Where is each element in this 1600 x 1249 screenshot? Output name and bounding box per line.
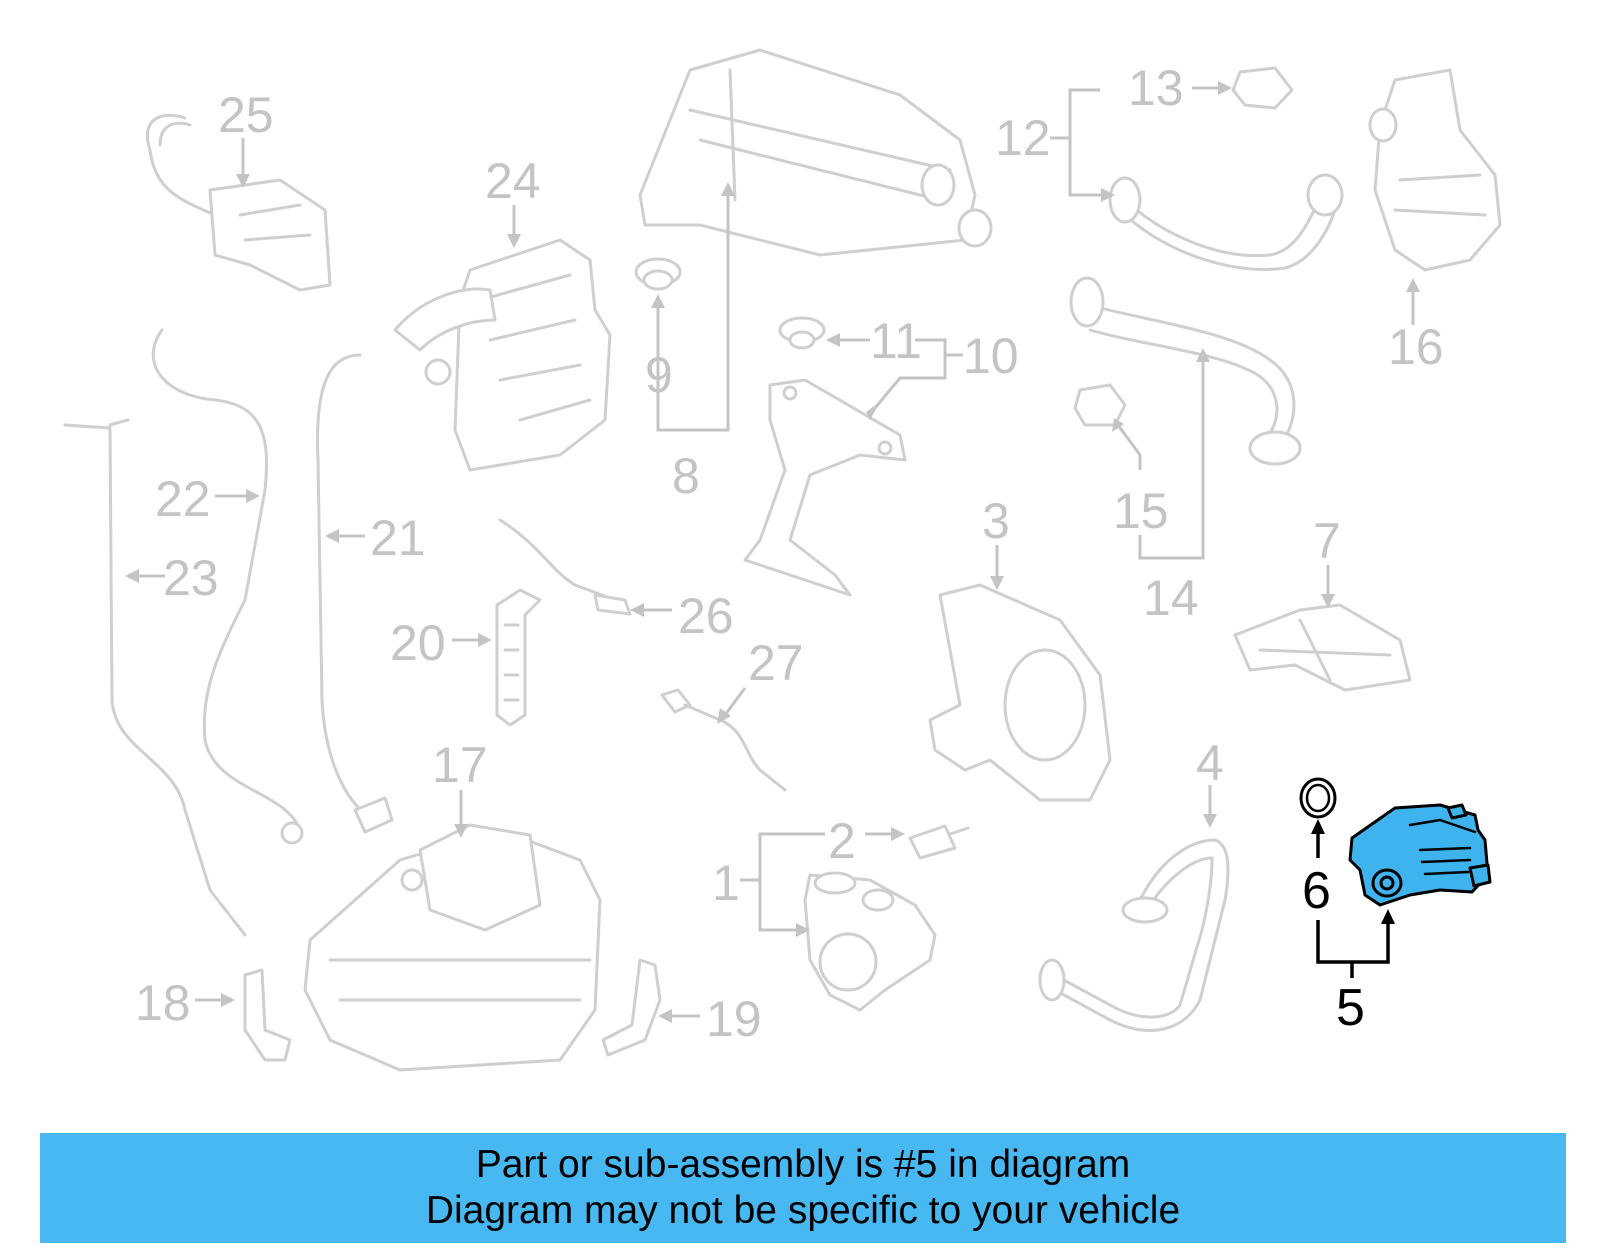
part-9-grommet[interactable] (634, 257, 682, 291)
part-10-bracket[interactable] (743, 378, 907, 597)
callout-6: 6 (1302, 862, 1331, 920)
callout-7: 7 (1313, 513, 1341, 569)
arrow-14 (1196, 348, 1210, 362)
callout-19: 19 (706, 991, 762, 1047)
arrow-17 (454, 824, 468, 838)
callout-11: 11 (870, 313, 922, 369)
arrow-7 (1321, 594, 1335, 608)
callout-16: 16 (1388, 319, 1444, 375)
part-11-grommet[interactable] (778, 316, 826, 350)
leader-14 (1138, 355, 1205, 560)
arrow-4 (1203, 814, 1217, 828)
callout-13: 13 (1128, 60, 1184, 116)
arrow-18 (221, 993, 235, 1007)
arrow-8 (721, 182, 735, 196)
leader-8-9 (656, 190, 730, 432)
arrow-27 (717, 708, 731, 724)
callout-18: 18 (135, 975, 191, 1031)
callout-14: 14 (1143, 570, 1199, 626)
info-banner: Part or sub-assembly is #5 in diagram Di… (40, 1133, 1566, 1243)
callout-24: 24 (485, 153, 541, 209)
leader-15 (1116, 424, 1142, 470)
part-22-hose[interactable] (151, 328, 304, 845)
callout-2: 2 (828, 813, 856, 869)
part-18-bracket[interactable] (243, 968, 292, 1062)
callout-17: 17 (432, 737, 488, 793)
arrow-1 (796, 923, 810, 937)
arrow-25 (236, 174, 250, 188)
part-7-heat-shield[interactable] (1233, 603, 1412, 692)
part-8-reservoir[interactable] (638, 48, 993, 257)
arrow-26 (630, 603, 644, 617)
callout-5: 5 (1336, 979, 1365, 1037)
part-20-bracket[interactable] (495, 588, 542, 727)
callout-23: 23 (163, 550, 219, 606)
part-25-valve[interactable] (146, 113, 332, 292)
arrow-15 (1112, 418, 1124, 432)
callout-21: 21 (370, 510, 426, 566)
banner-line-part: Part or sub-assembly is #5 in diagram (475, 1143, 1131, 1186)
leader-1 (758, 832, 825, 932)
part-14-hose[interactable] (1069, 276, 1302, 466)
part-4-hose[interactable] (1038, 838, 1230, 1032)
part-13-clamp[interactable] (1231, 66, 1294, 110)
leader-12 (1068, 88, 1105, 197)
arrow-5 (1381, 909, 1395, 924)
arrow-23 (125, 569, 139, 583)
arrow-21 (325, 529, 339, 543)
callout-26: 26 (678, 588, 734, 644)
callout-15: 15 (1113, 483, 1169, 539)
part-24-bracket-valve[interactable] (393, 238, 612, 472)
callout-8: 8 (672, 448, 700, 504)
arrow-22 (246, 489, 260, 503)
part-21-hose[interactable] (316, 353, 394, 834)
callout-22: 22 (155, 471, 211, 527)
part-16-intake-duct[interactable] (1368, 68, 1502, 272)
callout-4: 4 (1196, 735, 1224, 791)
banner-line-disclaimer: Diagram may not be specific to your vehi… (425, 1189, 1181, 1232)
leader-5 (1316, 920, 1390, 964)
part-27-sensor[interactable] (660, 688, 787, 792)
arrow-10 (866, 402, 880, 420)
parts-diagram: 25 24 9 8 11 10 (63, 48, 1502, 1072)
part-12-hose[interactable] (1108, 173, 1344, 271)
part-15-clamp[interactable] (1073, 383, 1127, 427)
arrow-19 (658, 1009, 672, 1023)
leader-10 (873, 338, 947, 409)
callout-3: 3 (982, 493, 1010, 549)
callout-10: 10 (963, 328, 1019, 384)
callout-1: 1 (712, 855, 740, 911)
callout-25: 25 (218, 87, 274, 143)
arrow-16 (1406, 278, 1420, 292)
callout-12: 12 (995, 110, 1051, 166)
arrow-9 (651, 294, 665, 308)
callout-27: 27 (748, 635, 804, 691)
arrow-11 (826, 333, 840, 347)
part-1-pump[interactable] (803, 871, 937, 1012)
arrow-6 (1311, 819, 1325, 834)
part-19-bracket[interactable] (601, 958, 662, 1057)
part-6-o-ring[interactable] (1299, 777, 1337, 819)
callout-9: 9 (645, 347, 673, 403)
part-26-sensor[interactable] (498, 518, 632, 616)
arrow-3 (990, 576, 1004, 590)
leader-27 (723, 687, 747, 716)
part-17-silencer[interactable] (303, 823, 602, 1072)
part-23-line[interactable] (63, 418, 247, 937)
arrow-13 (1218, 81, 1232, 95)
part-3-gasket-plate[interactable] (928, 583, 1112, 802)
arrow-2 (891, 827, 905, 841)
arrow-24 (507, 234, 521, 248)
callout-20: 20 (390, 615, 446, 671)
arrow-20 (478, 633, 492, 647)
arrow-12 (1101, 188, 1115, 202)
part-5-highlighted-assembly[interactable] (1348, 803, 1492, 907)
part-2-sensor[interactable] (908, 824, 970, 860)
